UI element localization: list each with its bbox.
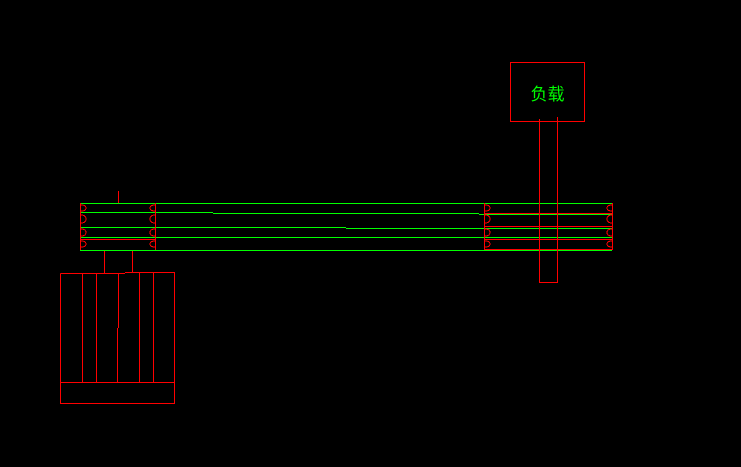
belt-lines [80,203,612,251]
load-label: 负载 [530,85,565,105]
left-pulley-frame [80,191,156,250]
roller-hooks [80,204,613,248]
right-pulley-frame [484,203,613,250]
motor [60,251,175,404]
load-block [510,62,585,283]
